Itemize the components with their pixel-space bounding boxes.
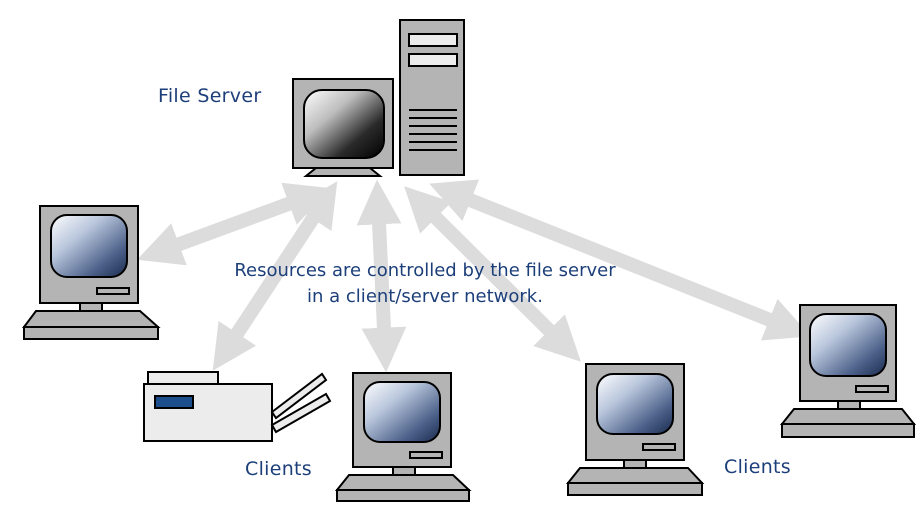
caption-line-1: Resources are controlled by the file ser… [234, 260, 616, 281]
printer [143, 371, 332, 442]
arrow-to-printer [212, 181, 338, 371]
connection-arrows [136, 179, 811, 373]
arrow-to-client-bottom-center [356, 179, 407, 373]
client-workstation-far-right [779, 304, 917, 438]
file-server [292, 19, 465, 177]
diagram-caption: Resources are controlled by the file ser… [160, 258, 690, 310]
server-monitor [292, 78, 394, 177]
server-tower [399, 19, 465, 176]
clients-label-left: Clients [245, 458, 313, 480]
client-workstation-bottom-center [334, 372, 472, 502]
caption-line-2: in a client/server network. [307, 286, 543, 307]
arrow-to-client-far-right [429, 179, 811, 341]
arrow-to-client-left [136, 182, 332, 266]
file-server-label: File Server [158, 85, 262, 107]
client-workstation-bottom-right [565, 363, 705, 496]
client-workstation-left [22, 205, 161, 340]
clients-label-right: Clients [724, 456, 792, 478]
